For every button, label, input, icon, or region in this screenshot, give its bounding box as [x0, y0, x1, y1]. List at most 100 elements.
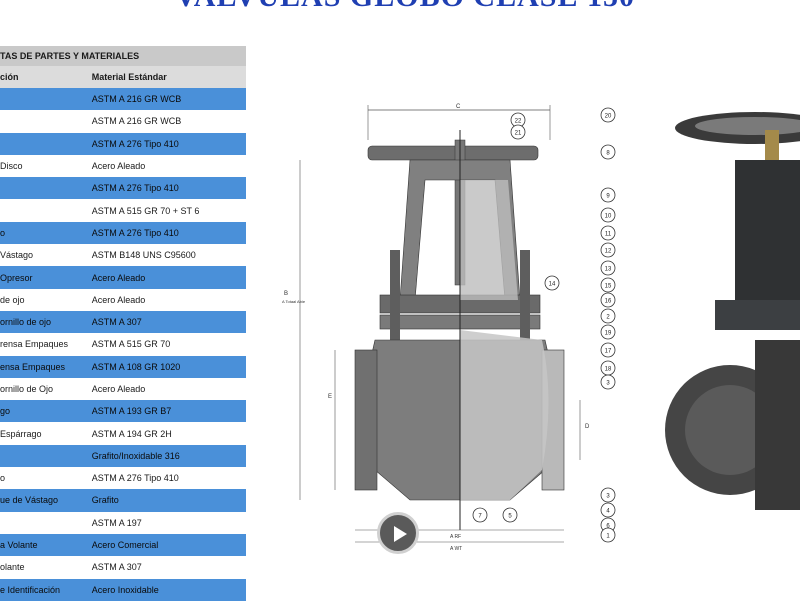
callout-circle — [600, 187, 616, 203]
photo-flange-inner — [685, 385, 775, 475]
dimension-a-rf-label: A RF — [450, 534, 461, 540]
part-description — [0, 199, 82, 222]
section-cut-body — [460, 330, 549, 500]
part-description: a Volante — [0, 533, 82, 557]
parts-materials-table: TAS DE PARTES Y MATERIALES ción Material… — [0, 46, 246, 601]
part-material: Acero Aleado — [81, 154, 246, 178]
table-title-row: TAS DE PARTES Y MATERIALES — [0, 46, 246, 66]
video-play-button[interactable] — [377, 512, 419, 554]
part-description: ue de Vástago — [0, 489, 82, 512]
section-cut — [460, 180, 518, 300]
table-row: ASTM A 216 GR WCB — [0, 88, 246, 111]
part-material: ASTM A 193 GR B7 — [81, 400, 246, 423]
part-description: ensa Empaques — [0, 355, 82, 378]
part-description: o — [0, 467, 82, 490]
table-row: ASTM A 276 Tipo 410 — [0, 177, 246, 200]
dimension-d-label: D — [585, 424, 590, 430]
dimension-c-label: C — [456, 104, 461, 110]
page-title: VALVULAS GLOBO CLASE 150 — [175, 0, 775, 14]
part-material: Grafito/Inoxidable 316 — [81, 444, 246, 468]
callout-circle — [600, 374, 616, 390]
callout-circle — [600, 242, 616, 258]
callout-circle — [600, 207, 616, 223]
part-material: ASTM A 108 GR 1020 — [81, 355, 246, 378]
part-description — [0, 511, 82, 534]
table-row: ASTM A 276 Tipo 410 — [0, 132, 246, 155]
part-material: ASTM A 276 Tipo 410 — [81, 221, 246, 245]
part-material: ASTM A 276 Tipo 410 — [81, 177, 246, 200]
callout-circle — [600, 260, 616, 276]
part-description: olante — [0, 556, 82, 579]
callout-label: 12 — [605, 249, 612, 255]
callout-label: 18 — [605, 367, 612, 373]
part-description: rensa Empaques — [0, 333, 82, 356]
photo-body — [755, 340, 800, 510]
part-description: ornillo de ojo — [0, 310, 82, 334]
part-description — [0, 444, 82, 468]
column-header-description: ción — [0, 66, 82, 88]
part-description: ornillo de Ojo — [0, 377, 82, 401]
callout-label: 5 — [508, 514, 512, 520]
callout-label: 17 — [605, 349, 612, 355]
callout-label: 7 — [478, 514, 482, 520]
end-flange-left — [354, 349, 378, 491]
dimension-a-wt-label: A WT — [450, 546, 462, 552]
photo-bonnet — [715, 300, 800, 330]
table-header-row: ción Material Estándar — [0, 66, 246, 88]
part-material: ASTM A 515 GR 70 + ST 6 — [81, 199, 246, 222]
callout-label: 2 — [606, 315, 610, 321]
callout-circle — [600, 308, 616, 324]
part-description — [0, 110, 82, 133]
part-description — [0, 88, 82, 111]
part-material: Acero Inoxidable — [81, 578, 246, 601]
callout-label: 11 — [605, 232, 612, 238]
table-row: ASTM A 197 — [0, 511, 246, 534]
callout-label: 8 — [606, 151, 610, 157]
part-material: ASTM A 216 GR WCB — [81, 88, 246, 111]
part-material: Acero Aleado — [81, 377, 246, 401]
stud-left — [390, 250, 400, 350]
play-icon — [394, 526, 407, 542]
column-header-material: Material Estándar — [81, 66, 246, 88]
part-description: e Identificación — [0, 578, 82, 601]
part-description: Disco — [0, 154, 82, 178]
callout-label: 16 — [605, 299, 612, 305]
callout-circle — [472, 507, 488, 523]
part-material: Acero Aleado — [81, 266, 246, 289]
part-material: ASTM A 307 — [81, 310, 246, 334]
dimension-b-sub: A Totaal Abie — [282, 299, 306, 304]
part-material: Grafito — [81, 489, 246, 512]
table-row: Grafito/Inoxidable 316 — [0, 444, 246, 468]
callout-label: 15 — [605, 284, 612, 290]
callout-circle — [510, 124, 526, 140]
part-description — [0, 177, 82, 200]
dimension-b-label: B — [284, 291, 288, 297]
photo-yoke — [735, 160, 800, 310]
callout-label: 3 — [606, 381, 610, 387]
table-row: ASTM A 216 GR WCB — [0, 110, 246, 133]
callout-circle — [502, 507, 518, 523]
callout-label: 10 — [605, 214, 612, 220]
part-material: ASTM A 276 Tipo 410 — [81, 132, 246, 155]
callout-circle — [600, 527, 616, 543]
callout-label: 14 — [549, 282, 556, 288]
part-material: ASTM A 515 GR 70 — [81, 333, 246, 356]
callout-label: 9 — [606, 194, 610, 200]
part-material: ASTM B148 UNS C95600 — [81, 244, 246, 267]
part-material: Acero Comercial — [81, 533, 246, 557]
part-material: ASTM A 194 GR 2H — [81, 422, 246, 445]
